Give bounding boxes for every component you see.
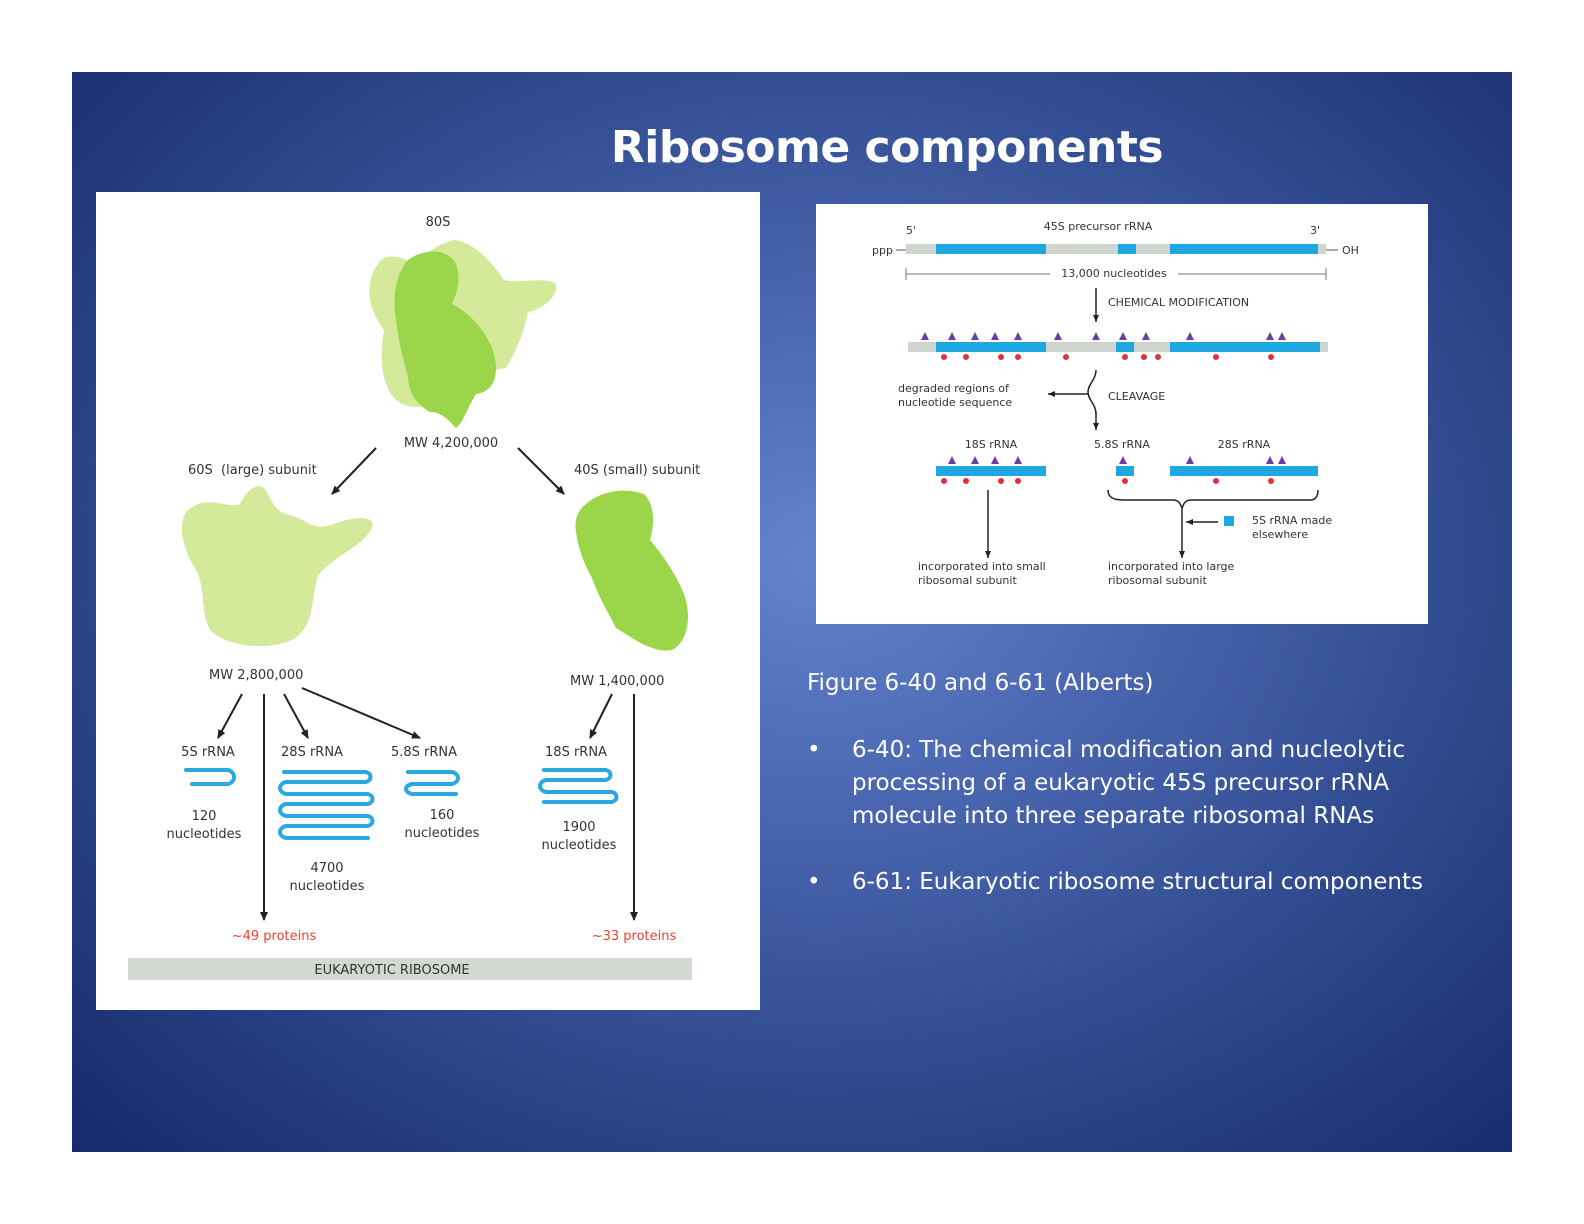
precursor-segment-58s — [1118, 244, 1136, 254]
count-28s-line1: 4700 — [310, 861, 343, 876]
label-80s: 80S — [426, 215, 451, 230]
modified-segment-58s — [1116, 342, 1134, 352]
label-ppp: ppp — [872, 244, 893, 257]
ribosome-figure: 80S MW 4,200,000 60S (large) subunit 40S… — [96, 192, 760, 1010]
count-5s-line1: 120 — [192, 809, 217, 824]
label-28s-processed: 28S rRNA — [1218, 438, 1271, 451]
arrow-to-60s — [331, 447, 377, 495]
modified-segment-18s — [936, 342, 1046, 352]
squiggle-5s-rrna — [184, 768, 236, 786]
arrow-to-18s — [589, 693, 613, 739]
label-degraded-1: degraded regions of — [898, 382, 1010, 395]
label-5-prime: 5' — [906, 224, 916, 237]
label-40s-subunit: 40S (small) subunit — [574, 463, 700, 478]
processing-figure: 5' 45S precursor rRNA 3' ppp OH 13,000 n… — [816, 204, 1428, 624]
bullet-item: 6-40: The chemical modification and nucl… — [807, 734, 1447, 833]
bullet-item: 6-61: Eukaryotic ribosome structural com… — [807, 866, 1447, 899]
precursor-backbone — [906, 244, 1326, 254]
squiggle-18s-rrna — [538, 768, 619, 804]
label-mw-80s: MW 4,200,000 — [404, 436, 498, 451]
modified-segment-28s — [1170, 342, 1320, 352]
arrow-to-58s — [301, 687, 421, 739]
label-large-1: incorporated into large — [1108, 560, 1235, 573]
label-large-2: ribosomal subunit — [1108, 574, 1207, 587]
modified-dots — [941, 354, 1274, 360]
label-3-prime: 3' — [1310, 224, 1320, 237]
arrow-to-28s — [283, 693, 309, 739]
label-5s-rrna: 5S rRNA — [181, 745, 235, 760]
slide: Ribosome components 80S MW 4,200,000 60S… — [72, 72, 1512, 1152]
small-subunit-shape — [575, 490, 688, 651]
mature-dots — [941, 478, 1274, 484]
label-5s-2: elsewhere — [1252, 528, 1308, 541]
label-58s-rrna: 5.8S rRNA — [391, 745, 457, 760]
squiggle-58s-rrna — [404, 770, 460, 796]
precursor-segment-28s — [1170, 244, 1318, 254]
label-28s-rrna: 28S rRNA — [281, 745, 343, 760]
label-precursor: 45S precursor rRNA — [1044, 220, 1153, 233]
slide-title: Ribosome components — [610, 122, 1164, 173]
square-5s — [1224, 516, 1234, 526]
count-28s-line2: nucleotides — [290, 879, 365, 894]
mature-28s — [1170, 466, 1318, 476]
mature-triangles — [948, 456, 1286, 464]
label-5s-1: 5S rRNA made — [1252, 514, 1332, 527]
label-oh: OH — [1342, 244, 1359, 257]
mature-18s — [936, 466, 1046, 476]
bracket-cleavage — [1087, 369, 1097, 415]
label-degraded-2: nucleotide sequence — [898, 396, 1012, 409]
arrow-to-40s — [517, 447, 565, 495]
label-length: 13,000 nucleotides — [1061, 267, 1167, 280]
large-subunit-shape — [181, 486, 373, 647]
arrow-to-5s — [217, 693, 243, 739]
bullet-list: 6-40: The chemical modification and nucl… — [807, 734, 1447, 932]
bracket-large — [1107, 489, 1319, 510]
count-58s-line2: nucleotides — [405, 826, 480, 841]
label-60s-subunit: 60S (large) subunit — [188, 463, 317, 478]
footer-bar — [128, 958, 692, 980]
label-small-2: ribosomal subunit — [918, 574, 1017, 587]
label-small-1: incorporated into small — [918, 560, 1046, 573]
label-mw-60s: MW 2,800,000 — [209, 668, 303, 683]
label-mw-40s: MW 1,400,000 — [570, 674, 664, 689]
precursor-segment-18s — [936, 244, 1046, 254]
small-subunit-shape-80s — [394, 251, 496, 428]
count-58s-line1: 160 — [430, 808, 455, 823]
mature-58s — [1116, 466, 1134, 476]
count-18s-line2: nucleotides — [542, 838, 617, 853]
label-cleavage: CLEAVAGE — [1108, 390, 1165, 403]
squiggle-28s-rrna — [278, 770, 375, 840]
label-18s-rrna: 18S rRNA — [545, 745, 607, 760]
label-large-proteins: ~49 proteins — [232, 929, 317, 944]
length-label-bg — [1050, 266, 1178, 280]
modified-triangles — [921, 332, 1286, 340]
label-58s-processed: 5.8S rRNA — [1094, 438, 1150, 451]
count-18s-line1: 1900 — [562, 820, 595, 835]
count-5s-line2: nucleotides — [167, 827, 242, 842]
label-eukaryotic-ribosome: EUKARYOTIC RIBOSOME — [314, 963, 469, 978]
label-small-proteins: ~33 proteins — [592, 929, 677, 944]
label-chemical-modification: CHEMICAL MODIFICATION — [1108, 296, 1249, 309]
label-18s-processed: 18S rRNA — [965, 438, 1018, 451]
figure-caption: Figure 6-40 and 6-61 (Alberts) — [807, 670, 1154, 696]
